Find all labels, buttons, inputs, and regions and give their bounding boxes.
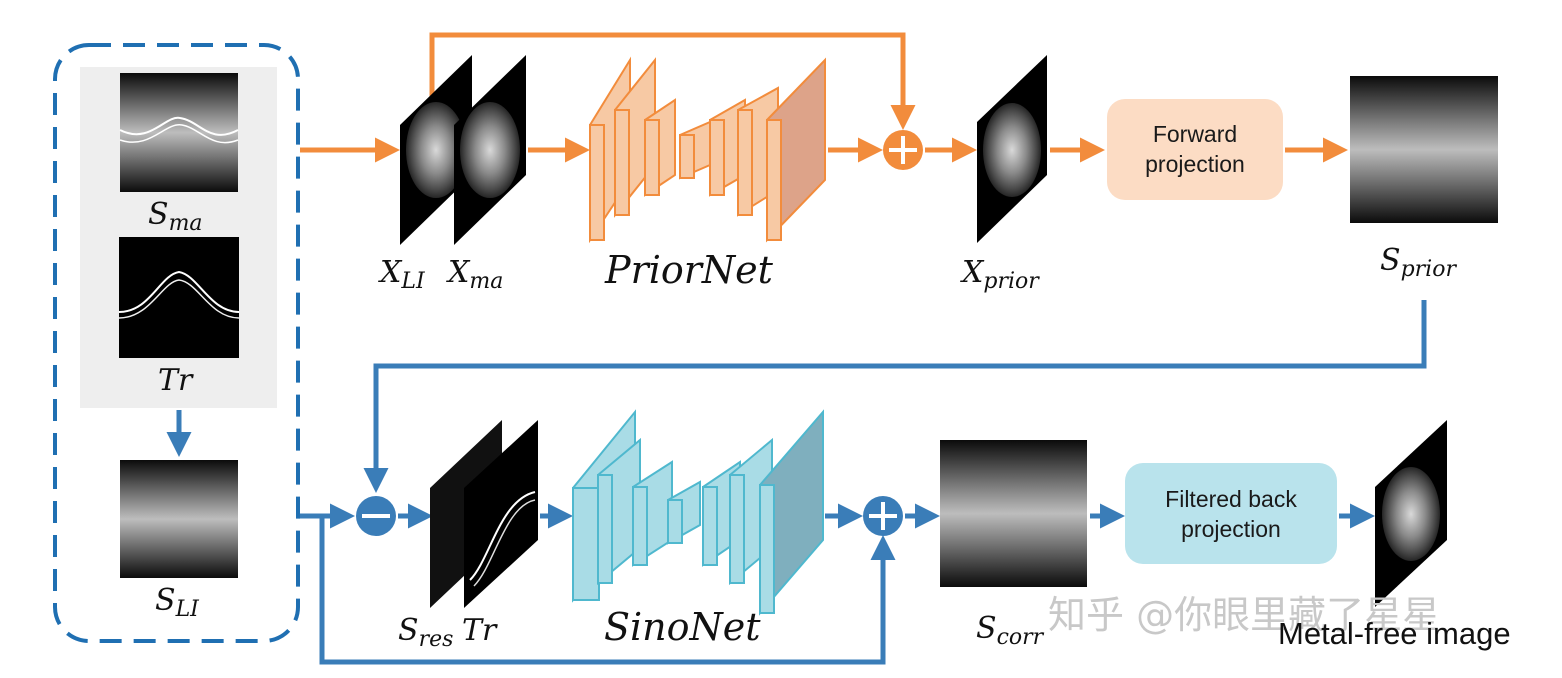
prior-sum-node xyxy=(883,130,923,170)
svg-text:Filtered back: Filtered back xyxy=(1165,486,1297,512)
x-prior-label: Xprior xyxy=(960,255,1040,294)
svg-text:projection: projection xyxy=(1145,151,1245,177)
filtered-back-projection-box: Filtered back projection xyxy=(1125,463,1337,564)
prior-skip-connection xyxy=(429,32,916,130)
s-ma-sinogram xyxy=(119,73,239,192)
s-li-sinogram xyxy=(120,460,238,578)
tr-bottom-label: Tr xyxy=(462,613,498,648)
svg-text:Forward: Forward xyxy=(1153,121,1237,147)
x-ma-label: Xma xyxy=(446,255,503,294)
tr-trace-image xyxy=(118,237,240,358)
residual-bypass-line xyxy=(319,516,896,665)
s-res-label: Sres xyxy=(398,613,453,652)
tr-top-label: Tr xyxy=(158,363,194,398)
subtract-node xyxy=(356,496,396,536)
x-li-ct-slice xyxy=(400,55,472,245)
sino-net-blocks xyxy=(572,409,824,616)
watermark-text: 知乎 @你眼里藏了星星 xyxy=(1048,593,1440,637)
s-prior-sinogram xyxy=(1350,76,1498,223)
s-corr-label: Scorr xyxy=(976,611,1045,650)
s-corr-sinogram xyxy=(940,440,1087,587)
metal-free-ct-slice xyxy=(1375,420,1447,607)
prior-net-title: PriorNet xyxy=(604,248,774,292)
s-prior-feedback-line xyxy=(363,300,1427,493)
x-li-label: XLI xyxy=(378,255,426,294)
s-prior-label: Sprior xyxy=(1380,243,1457,282)
metal-free-label: Metal-free image xyxy=(1278,616,1511,651)
prior-net-blocks xyxy=(589,56,826,244)
svg-text:projection: projection xyxy=(1181,516,1281,542)
s-li-label: SLI xyxy=(155,583,200,622)
add-node xyxy=(863,496,903,536)
input-group-frame xyxy=(53,43,300,643)
x-prior-ct-slice xyxy=(977,55,1047,243)
forward-projection-box: Forward projection xyxy=(1107,99,1283,200)
x-ma-ct-slice xyxy=(454,55,526,245)
tr-bottom-image xyxy=(464,420,538,608)
sino-net-title: SinoNet xyxy=(604,605,761,649)
s-ma-label: Sma xyxy=(148,197,203,236)
